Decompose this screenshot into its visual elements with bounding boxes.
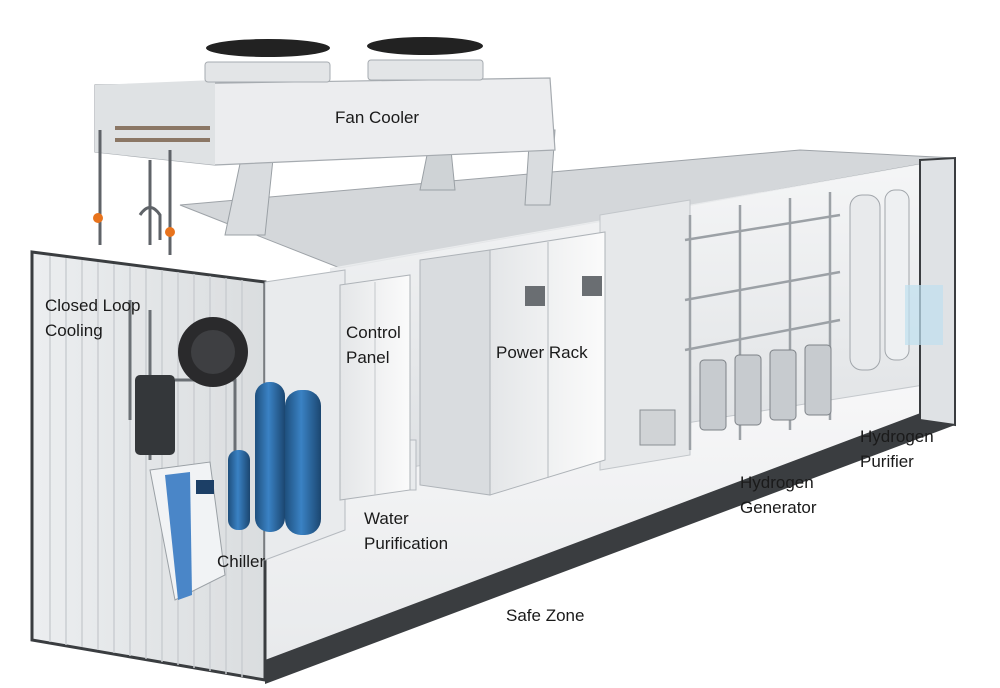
fan-cooler-unit bbox=[93, 37, 556, 255]
fan-right-icon bbox=[367, 37, 483, 55]
vent-icon bbox=[525, 276, 602, 306]
container-shell bbox=[30, 149, 956, 684]
closed-loop-cooling-equipment bbox=[128, 300, 248, 470]
control-panel-cabinet bbox=[339, 274, 411, 501]
closed-loop-cooling-label: Closed Loop Cooling bbox=[45, 296, 141, 340]
hydrogen-generator-skid bbox=[639, 192, 841, 450]
power-rack-label: Power Rack bbox=[496, 343, 588, 362]
hydrogen-purifier-label: Hydrogen Purifier bbox=[860, 427, 934, 471]
water-purification-label: Water Purification bbox=[364, 509, 449, 553]
chiller-unit bbox=[149, 461, 226, 601]
hydrogen-generator-label: Hydrogen Generator bbox=[740, 473, 817, 517]
fan-cooler-label: Fan Cooler bbox=[335, 108, 420, 127]
hydrogen-purifier-skid bbox=[849, 189, 943, 371]
safe-zone-label: Safe Zone bbox=[506, 606, 585, 625]
fan-left-icon bbox=[206, 39, 330, 57]
power-rack-cabinet bbox=[419, 231, 606, 496]
control-panel-label: Control Panel bbox=[346, 323, 401, 367]
chiller-label: Chiller bbox=[217, 552, 266, 571]
